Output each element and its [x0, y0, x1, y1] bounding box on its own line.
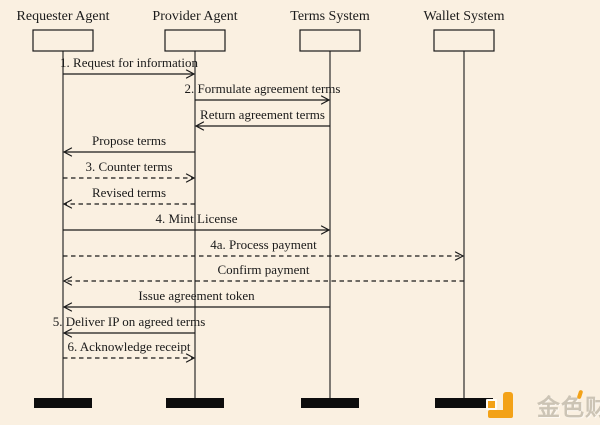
actor-label: Wallet System	[423, 9, 505, 24]
jinse-logo-icon	[486, 390, 514, 419]
message-label-11: 5. Deliver IP on agreed terms	[52, 314, 206, 329]
message-label-7: 4. Mint License	[155, 211, 238, 226]
logo-dot	[486, 399, 497, 410]
watermark-text: 金色财经	[537, 394, 600, 420]
actor-box	[164, 29, 226, 52]
message-label-3: Return agreement terms	[200, 107, 325, 122]
message-label-12: 6. Acknowledge receipt	[67, 339, 191, 354]
actor-box	[299, 29, 361, 52]
lifeline-end-bar	[166, 398, 224, 408]
message-label-6: Revised terms	[91, 185, 167, 200]
actor-label: Requester Agent	[16, 9, 110, 24]
message-label-1: 1. Request for information	[60, 55, 198, 70]
message-label-4: Propose terms	[91, 133, 167, 148]
message-label-5: 3. Counter terms	[85, 159, 173, 174]
message-label-10: Issue agreement token	[138, 288, 255, 303]
message-label-8: 4a. Process payment	[210, 237, 317, 252]
lifeline-end-bar	[301, 398, 359, 408]
message-label-9: Confirm payment	[217, 262, 310, 277]
actor-label: Terms System	[290, 9, 370, 24]
actor-box	[32, 29, 94, 52]
message-label-2: 2. Formulate agreement terms	[184, 81, 341, 96]
actor-label: Provider Agent	[152, 9, 238, 24]
lifeline-end-bar	[34, 398, 92, 408]
lifeline-end-bar	[435, 398, 493, 408]
logo-foot	[488, 410, 513, 418]
actor-box	[433, 29, 495, 52]
logo-bar	[503, 392, 513, 418]
